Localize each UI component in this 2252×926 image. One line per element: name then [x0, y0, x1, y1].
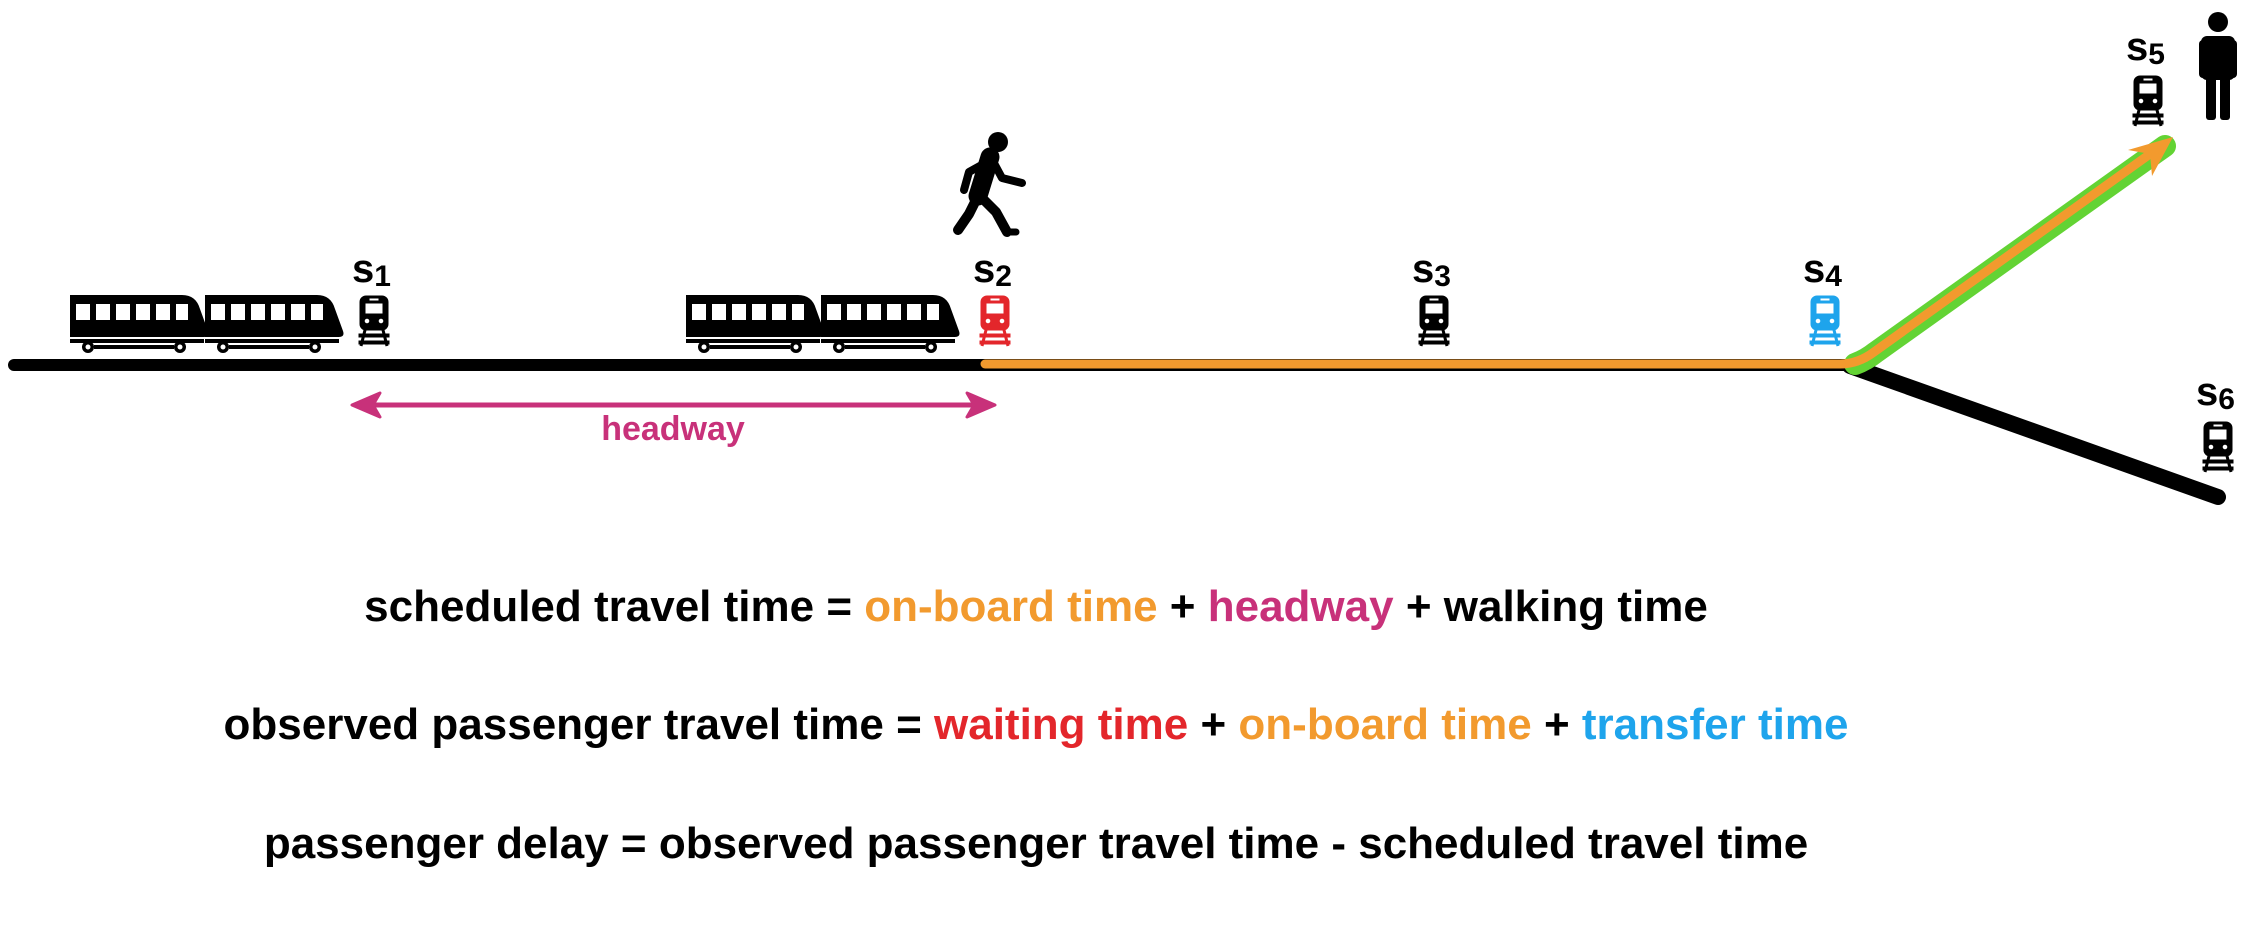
standing-person-icon: [2199, 12, 2237, 120]
station-label-s2: s2: [973, 247, 1012, 293]
walking-person-icon: [953, 132, 1026, 237]
station-train-icon: [1417, 294, 1451, 348]
station-label-s1: s1: [352, 247, 391, 293]
onboard-path: [980, 149, 2155, 369]
station-label-s4: s4: [1803, 247, 1842, 293]
headway-label: headway: [601, 410, 745, 448]
equation-passenger-delay: passenger delay = observed passenger tra…: [264, 819, 1808, 868]
onboard-arrowhead: [2128, 137, 2173, 176]
station-label-s5: s5: [2126, 25, 2165, 71]
station-train-icon: [2131, 74, 2165, 128]
headway-arrow: [350, 391, 997, 419]
equation-observed-travel-time: observed passenger travel time = waiting…: [224, 700, 1849, 749]
station-train-icon: [978, 294, 1012, 348]
train-icon: [686, 295, 960, 353]
track-branch-s6: [1842, 358, 2226, 505]
equation-scheduled-travel-time: scheduled travel time = on-board time + …: [364, 582, 1708, 631]
station-train-icon: [357, 294, 391, 348]
station-label-s6: s6: [2196, 370, 2235, 416]
station-train-icon: [2201, 420, 2235, 474]
train-icon: [70, 295, 344, 353]
station-label-s3: s3: [1412, 247, 1451, 293]
station-train-icon: [1808, 294, 1842, 348]
